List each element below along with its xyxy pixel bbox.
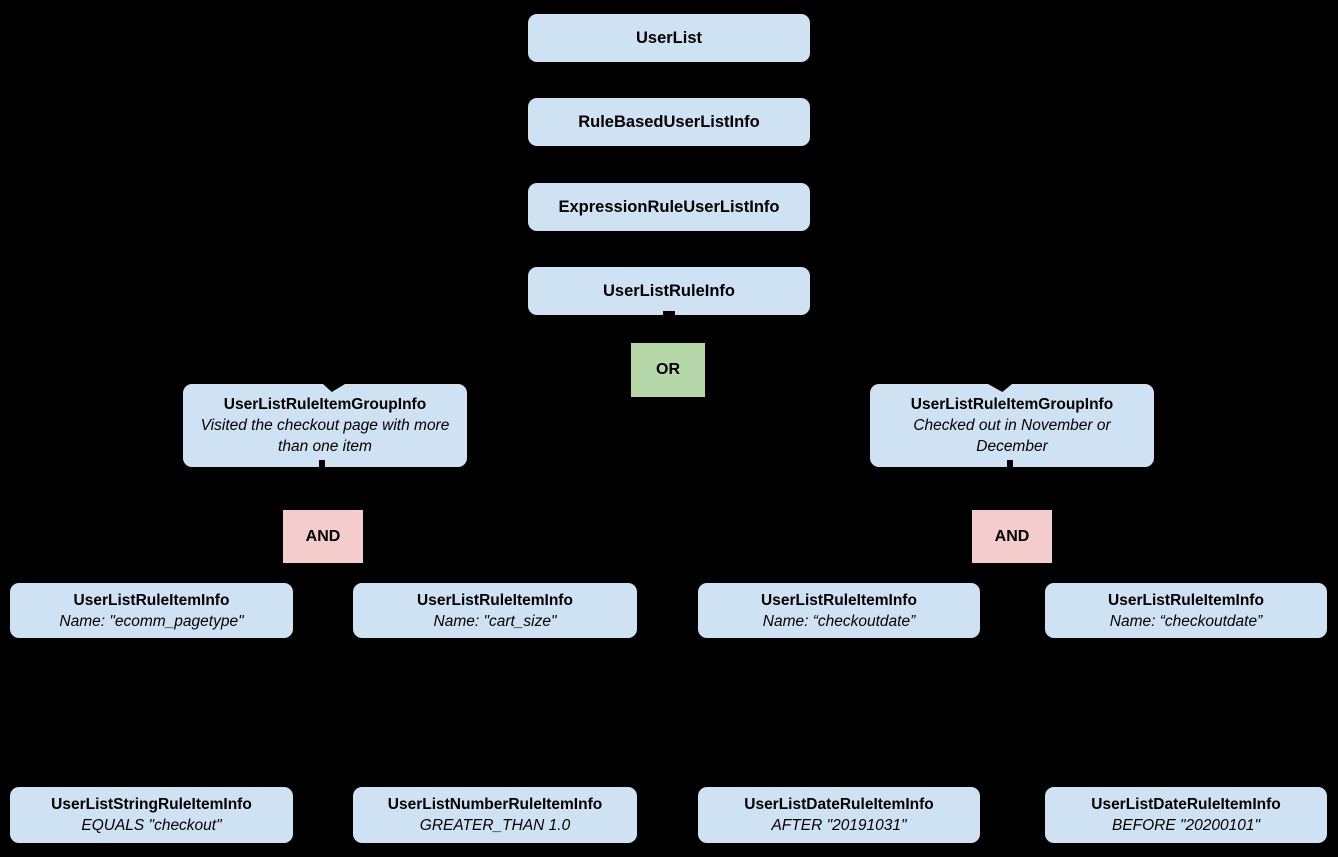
rule-item-title: UserListRuleItemInfo [417,591,573,609]
leaf-date-rule-item-after: UserListDateRuleItemInfo AFTER "20191031… [698,787,980,843]
rule-item-ecomm-pagetype: UserListRuleItemInfo Name: "ecomm_pagety… [10,583,293,638]
leaf-subtitle: BEFORE "20200101" [1111,817,1260,834]
and-label: AND [994,527,1030,545]
leaf-string-rule-item: UserListStringRuleItemInfo EQUALS "check… [10,787,293,843]
rule-item-subtitle: Name: “checkoutdate” [1109,612,1263,630]
rule-item-title: UserListRuleItemInfo [1108,591,1264,609]
or-label: OR [656,361,680,378]
rule-item-subtitle: Name: “checkoutdate” [762,612,916,630]
rule-item-checkoutdate-before: UserListRuleItemInfo Name: “checkoutdate… [1045,583,1327,638]
or-operator: OR [631,343,705,397]
connector-stub [1007,460,1013,467]
leaf-number-rule-item: UserListNumberRuleItemInfo GREATER_THAN … [353,787,637,843]
leaf-subtitle: GREATER_THAN 1.0 [419,817,571,834]
connector-stub [663,311,675,315]
rule-item-title: UserListRuleItemInfo [761,591,917,609]
leaf-title: UserListDateRuleItemInfo [744,796,934,813]
leaf-title: UserListDateRuleItemInfo [1091,796,1281,813]
leaf-subtitle: EQUALS "checkout" [81,817,222,834]
leaf-subtitle: AFTER "20191031" [771,817,907,834]
leaf-title: UserListNumberRuleItemInfo [387,796,603,813]
rule-item-checkoutdate-after: UserListRuleItemInfo Name: “checkoutdate… [698,583,980,638]
node-label: UserList [635,28,703,47]
group-subtitle: Checked out in November or December [913,417,1111,455]
node-expression-rule-user-list-info: ExpressionRuleUserListInfo [528,183,810,231]
node-userlist: UserList [528,14,810,62]
rule-item-subtitle: Name: "cart_size" [433,612,557,630]
and-operator-left: AND [283,510,363,563]
and-label: AND [305,527,341,545]
leaf-date-rule-item-before: UserListDateRuleItemInfo BEFORE "2020010… [1045,787,1327,843]
node-label: UserListRuleInfo [602,281,736,300]
node-label: RuleBasedUserListInfo [578,112,760,131]
rule-item-subtitle: Name: "ecomm_pagetype" [59,612,244,630]
group-left-checkout-page: UserListRuleItemGroupInfo Visited the ch… [183,384,467,467]
and-operator-right: AND [972,510,1052,563]
node-user-list-rule-info: UserListRuleInfo [528,267,810,315]
rule-item-cart-size: UserListRuleItemInfo Name: "cart_size" [353,583,637,638]
leaf-title: UserListStringRuleItemInfo [51,796,252,813]
rule-item-title: UserListRuleItemInfo [73,591,230,609]
arrowhead-icon [323,384,345,392]
group-title: UserListRuleItemGroupInfo [223,396,427,413]
node-rule-based-user-list-info: RuleBasedUserListInfo [528,98,810,146]
connector-stub [319,460,325,467]
group-subtitle: Visited the checkout page with more than… [200,417,450,455]
node-label: ExpressionRuleUserListInfo [558,197,780,216]
group-right-checked-out: UserListRuleItemGroupInfo Checked out in… [870,384,1154,467]
group-title: UserListRuleItemGroupInfo [910,396,1114,413]
arrowhead-icon [988,384,1012,392]
